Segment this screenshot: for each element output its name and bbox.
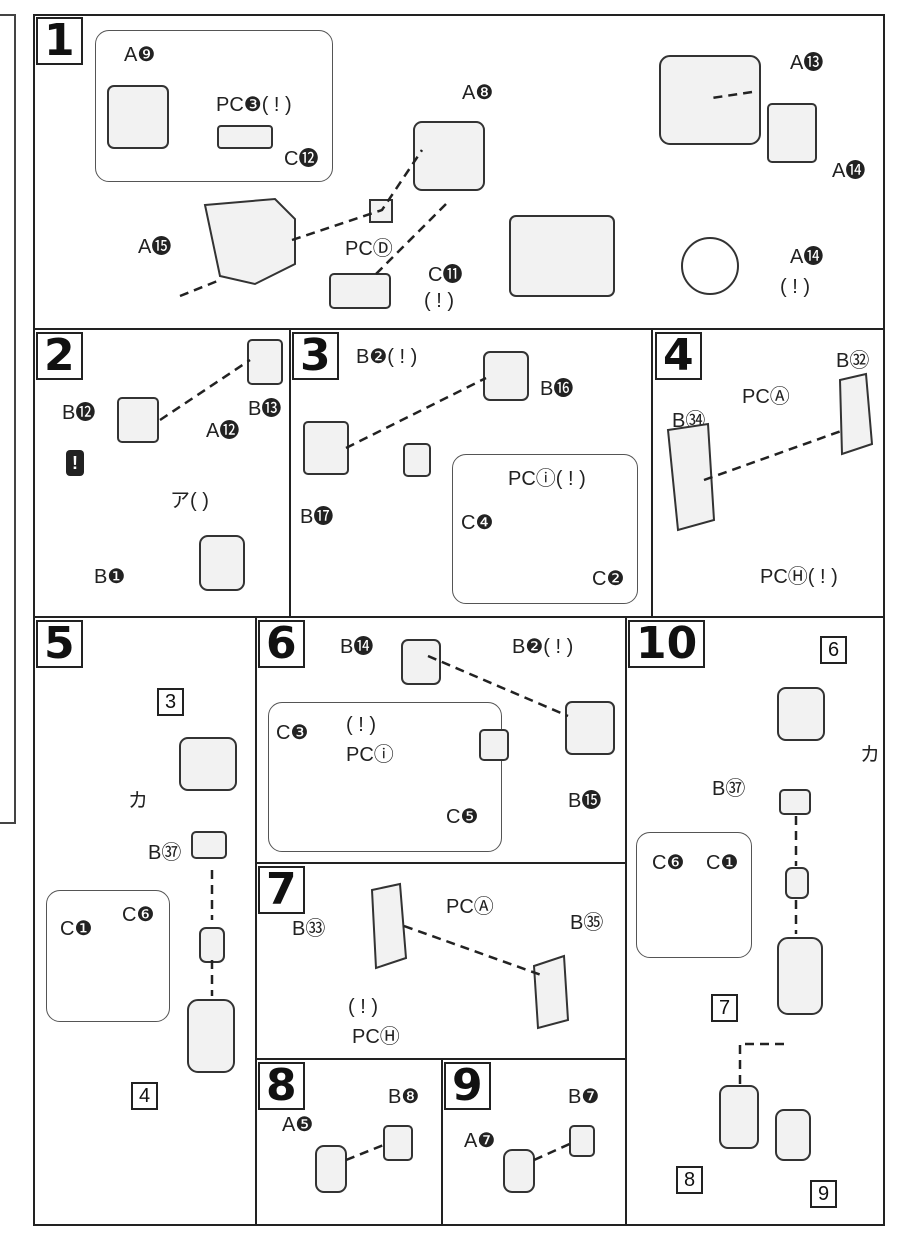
label-a7: A❼: [464, 1130, 496, 1152]
ref-box-4: 4: [131, 1082, 159, 1110]
label-b35: B㉟: [570, 912, 604, 934]
label-c3: C❸: [276, 722, 309, 744]
label-b15: B⓯: [568, 790, 602, 812]
label-pca-7: PCⒶ: [446, 896, 494, 918]
label-pcd: PCⒹ: [345, 238, 393, 260]
label-c6: C❻: [122, 904, 155, 926]
label-pca: PCⒶ: [742, 386, 790, 408]
ref-box-6: 6: [820, 636, 848, 664]
label-pch-7: PCⒽ: [352, 1026, 400, 1048]
step-3-detail-callout: [452, 454, 638, 604]
label-a12: A⓬: [206, 420, 240, 442]
caution-badge: !: [66, 450, 84, 476]
label-pci-6: PCⓘ: [346, 744, 394, 766]
label-b8: B❽: [388, 1086, 420, 1108]
label-pci: PCⓘ( ! ): [508, 468, 586, 490]
label-caution-6: ( ! ): [346, 714, 376, 736]
label-a9: A❾: [124, 44, 156, 66]
label-b2: B❷( ! ): [356, 346, 418, 368]
step-6-number: 6: [258, 620, 305, 668]
step-5-detail-callout: [46, 890, 170, 1022]
label-b32: B㉜: [836, 350, 870, 372]
step-2-number: 2: [36, 332, 83, 380]
step-1-number: 1: [36, 17, 83, 65]
torso-back-illustration: [413, 121, 485, 191]
step-10-panel: [625, 616, 885, 1226]
label-b37-10: B㊲: [712, 778, 746, 800]
left-margin-panel: [0, 14, 16, 824]
torso-part-illustration: [203, 197, 296, 286]
label-caution-7: ( ! ): [348, 996, 378, 1018]
step-6-detail-callout: [268, 702, 502, 852]
label-c1: C❶: [60, 918, 93, 940]
ref-box-9: 9: [810, 1180, 838, 1208]
label-caution-2: ( ! ): [780, 276, 810, 298]
step-4-number: 4: [655, 332, 702, 380]
step-5-number: 5: [36, 620, 83, 668]
label-c4: C❹: [461, 512, 494, 534]
label-c5: C❺: [446, 806, 479, 828]
label-a8: A❽: [462, 82, 494, 104]
label-c12: C⓬: [284, 148, 319, 170]
label-pch: PCⒽ( ! ): [760, 566, 838, 588]
label-caution-1: ( ! ): [424, 290, 454, 312]
step-3-number: 3: [292, 332, 339, 380]
label-b1: B❶: [94, 566, 126, 588]
label-a14-bottom: A⓮: [790, 246, 824, 268]
ref-box-7: 7: [711, 994, 739, 1022]
step-8-number: 8: [258, 1062, 305, 1110]
label-b33: B㉝: [292, 918, 326, 940]
label-b14: B⓮: [340, 636, 374, 658]
label-pck: PC❸( ! ): [216, 94, 292, 116]
label-c1-10: C❶: [706, 852, 739, 874]
step-10-detail-callout: [636, 832, 752, 958]
label-a13: A⓭: [790, 52, 824, 74]
label-c6-10: C❻: [652, 852, 685, 874]
label-a14-top: A⓮: [832, 160, 866, 182]
label-b2-6: B❷( ! ): [512, 636, 574, 658]
label-ka-10: カ: [860, 744, 880, 766]
step-1-detail-callout: [95, 30, 333, 182]
label-b12: B⓬: [62, 402, 96, 424]
label-b7: B❼: [568, 1086, 600, 1108]
step-10-number: 10: [628, 620, 706, 668]
label-a5: A❺: [282, 1114, 314, 1136]
ref-box-3: 3: [157, 688, 185, 716]
label-b13: B⓭: [248, 398, 282, 420]
step-9-number: 9: [444, 1062, 491, 1110]
label-ka: カ: [128, 790, 148, 812]
label-a-mark: ア( ): [170, 490, 209, 512]
label-c11: C⓫: [428, 264, 463, 286]
label-b17: B⓱: [300, 506, 334, 528]
label-b37: B㊲: [148, 842, 182, 864]
label-b16: B⓰: [540, 378, 574, 400]
label-a15: A⓯: [138, 236, 172, 258]
ref-box-8: 8: [676, 1166, 704, 1194]
step-7-number: 7: [258, 866, 305, 914]
label-c2: C❷: [592, 568, 625, 590]
